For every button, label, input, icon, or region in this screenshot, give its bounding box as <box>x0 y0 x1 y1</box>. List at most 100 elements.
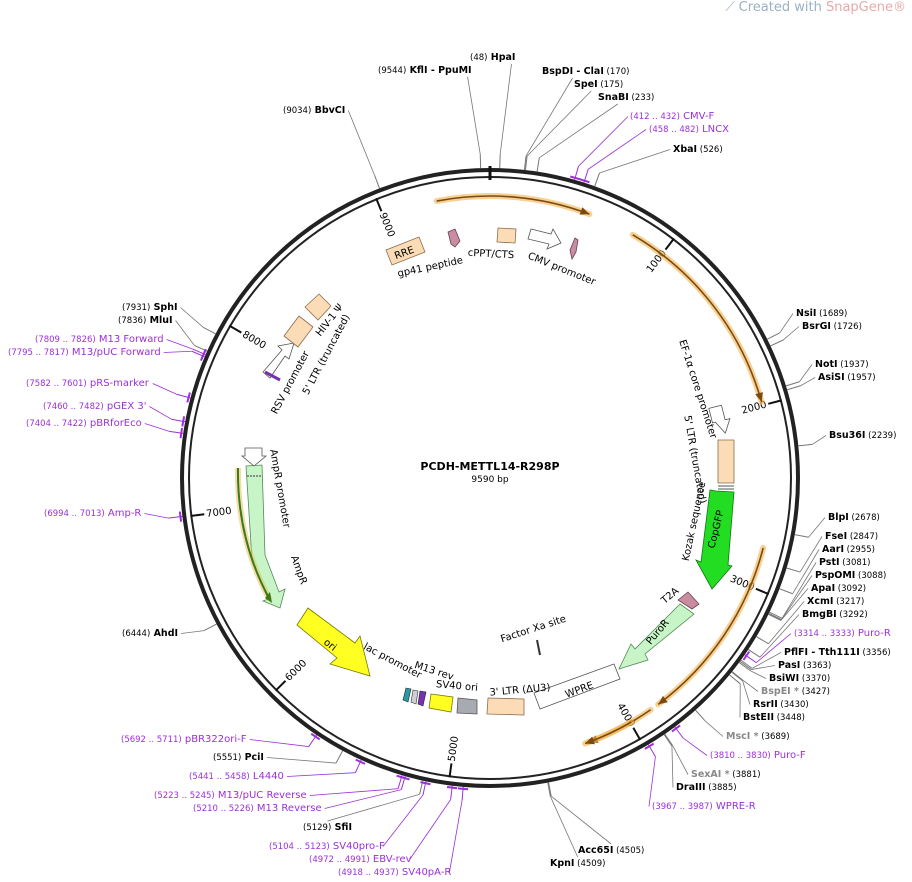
feature-yellow-small <box>428 693 454 713</box>
site-label-msci: MscI * (3689) <box>726 731 790 742</box>
feature-ampr-promoter-label: AmpR promoter <box>267 448 292 529</box>
site-text-m13-puc-forward: (7795 .. 7817) M13/pUC Forward <box>8 347 161 358</box>
primer-mark-sv40pa-r <box>457 787 469 791</box>
feature-ampr-label: AmpR <box>288 554 309 586</box>
orange-arrow-head-0 <box>579 207 590 215</box>
orange-arrow-line-1 <box>632 234 763 403</box>
site-text-bsrgi: BsrGI (1726) <box>802 321 862 332</box>
plasmid-size: 9590 bp <box>471 475 508 485</box>
feature-cmv-label: CMV promoter <box>526 251 598 289</box>
site-label-bsrgi: BsrGI (1726) <box>802 321 862 332</box>
site-label-asisi: AsiSI (1957) <box>818 372 876 383</box>
site-text-sexai: SexAI * (3881) <box>691 769 761 780</box>
leader-line-sfii <box>327 793 420 822</box>
leader-line-acc65i <box>550 795 612 845</box>
site-text-sfii: (5129) SfiI <box>303 822 352 833</box>
primer-mark-pbr322ori-f <box>310 732 321 741</box>
site-text-bspdi-clai: BspDI - ClaI (170) <box>542 66 629 77</box>
site-text-m13-reverse: (5210 .. 5226) M13 Reverse <box>193 803 322 814</box>
site-label-lncx: (458 .. 482) LNCX <box>649 124 729 135</box>
feature-rsv: RSV promoter <box>262 342 312 416</box>
leader-line-bspei <box>742 680 759 692</box>
site-label-m13-reverse: (5210 .. 5226) M13 Reverse <box>193 803 322 814</box>
tick-mark-6000 <box>274 680 287 692</box>
leader-line-l4440 <box>286 772 356 777</box>
leader-stub-bsrgi <box>770 339 784 347</box>
site-label-pbr322ori-f: (5692 .. 5711) pBR322ori-F <box>121 734 247 745</box>
site-text-msci: MscI * (3689) <box>726 731 790 742</box>
feature-ef1a-label: EF-1α core promoter <box>676 339 719 441</box>
feature-factor-xa: Factor Xa site <box>499 614 568 656</box>
leader-line-pbr322ori-f <box>249 739 309 747</box>
site-text-pspomi: PspOMI (3088) <box>815 570 886 581</box>
leader-line-draiii <box>671 746 674 788</box>
feature-factorxa-label: Factor Xa site <box>499 614 567 645</box>
site-text-wpre-r: (3967 .. 3987) WPRE-R <box>652 801 756 812</box>
site-label-pbrforeco: (7404 .. 7422) pBRforEco <box>26 418 142 429</box>
leader-line-bsiwi <box>750 670 767 679</box>
primer-mark-puro-r <box>742 651 751 661</box>
primer-mark-m13-puc-forward <box>199 350 206 362</box>
orange-arrow-line-0 <box>436 195 590 215</box>
leader-stub-kpni <box>547 782 551 797</box>
site-label-kpni: KpnI (4509) <box>550 858 605 869</box>
site-text-cmv-f: (412 .. 432) CMV-F <box>630 111 715 122</box>
primer-mark-l4440 <box>355 758 366 765</box>
leader-line-bspdi-clai <box>525 77 573 157</box>
leader-line-bbvci <box>347 110 375 176</box>
site-text-blpi: BlpI (2678) <box>828 512 880 523</box>
tick-label-9000: 9000 <box>377 211 397 239</box>
site-label-ebv-rev: (4972 .. 4991) EBV-rev <box>309 854 412 865</box>
site-text-kpni: KpnI (4509) <box>550 858 605 869</box>
site-label-mlui: (7836) MluI <box>118 315 173 326</box>
site-text-sv40pro-f: (5104 .. 5123) SV40pro-F <box>269 841 385 852</box>
feature-rre: RRE <box>385 236 426 266</box>
plasmid-name: PCDH-METTL14-R298P <box>420 460 559 473</box>
leader-stub-noti <box>785 381 800 387</box>
leader-line-aari <box>792 549 820 594</box>
leader-line-pcii <box>266 757 337 764</box>
site-text-asisi: AsiSI (1957) <box>818 372 876 383</box>
site-label-draiii: DraIII (3885) <box>676 782 737 793</box>
site-text-amp-r: (6994 .. 7013) Amp-R <box>44 508 141 519</box>
primer-mark-m13-reverse <box>399 775 410 781</box>
site-text-nsii: NsiI (1689) <box>796 308 847 319</box>
feature-ltr3: 3' LTR (ΔU3) <box>486 682 551 716</box>
site-label-noti: NotI (1937) <box>815 359 869 370</box>
leader-stub-bsteii <box>729 674 741 685</box>
site-text-noti: NotI (1937) <box>815 359 869 370</box>
leader-line-puro-f <box>682 737 708 756</box>
site-label-bsteii: BstEII (3448) <box>743 712 805 723</box>
leader-stub-pcii <box>335 750 344 764</box>
site-label-hpai: (48) HpaI <box>470 52 515 63</box>
site-label-sv40pro-f: (5104 .. 5123) SV40pro-F <box>269 841 385 852</box>
leader-line-bsu36i <box>812 435 827 445</box>
tick-mark-3000 <box>755 587 770 596</box>
site-label-blpi: BlpI (2678) <box>828 512 880 523</box>
leader-stub-acc65i <box>548 782 552 797</box>
leader-stub-xcmi <box>756 636 769 645</box>
leader-stub-msci <box>695 709 706 721</box>
leader-stub-pspomi <box>768 613 782 621</box>
site-label-pgex-3: (7460 .. 7482) pGEX 3' <box>43 401 146 412</box>
leader-line-xcmi <box>768 601 805 644</box>
leader-stub-fsei <box>786 567 801 573</box>
site-label-sv40pa-r: (4918 .. 4937) SV40pA-R <box>338 867 451 878</box>
tick-mark-7000 <box>190 513 205 517</box>
site-text-pbrforeco: (7404 .. 7422) pBRforEco <box>26 418 142 429</box>
leader-stub-xbai <box>594 172 600 187</box>
site-label-pcii: (5551) PciI <box>213 752 264 763</box>
site-label-bsiwi: BsiWI (3370) <box>769 673 830 684</box>
leader-line-psti <box>781 562 817 619</box>
leader-line-sexai <box>672 745 689 775</box>
leader-line-bsrgi <box>782 326 800 341</box>
leader-line-m13-reverse <box>324 789 402 809</box>
site-label-bspei: BspEI * (3427) <box>761 686 830 697</box>
orange-arrow-line-2 <box>657 547 764 706</box>
feature-ori: ori <box>296 607 371 677</box>
site-text-ahdi: (6444) AhdI <box>122 628 178 639</box>
tick-label-8000: 8000 <box>240 329 268 351</box>
site-text-xbai: XbaI (526) <box>673 144 723 155</box>
site-text-puro-f: (3810 .. 3830) Puro-F <box>710 750 806 761</box>
